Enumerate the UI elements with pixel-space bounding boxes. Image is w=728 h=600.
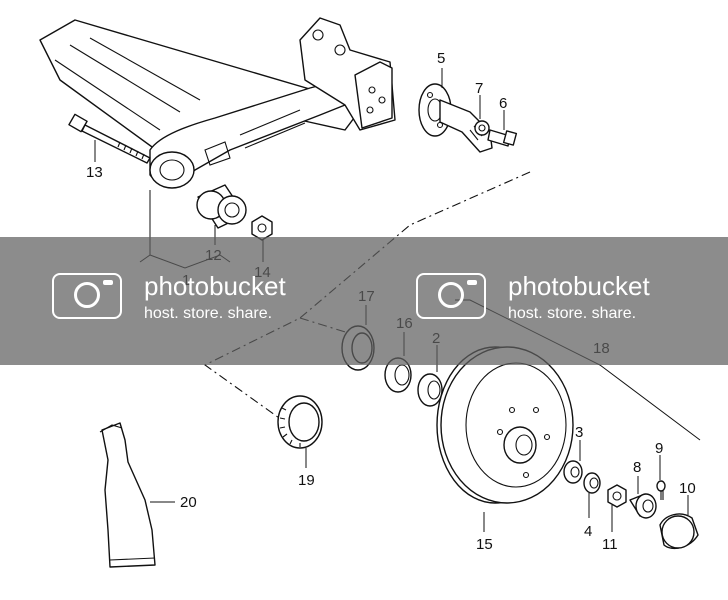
callout-20: 20 [180, 494, 197, 511]
watermark-tagline: host. store. share. [508, 305, 637, 322]
callout-13: 13 [86, 164, 103, 181]
part-15-brake-drum [436, 346, 574, 532]
callout-4: 4 [584, 523, 592, 540]
callout-15: 15 [476, 536, 493, 553]
callout-7: 7 [475, 80, 483, 97]
callout-6: 6 [499, 95, 507, 112]
watermark-brand: photobucket [144, 271, 286, 301]
rear-axle-beam [39, 17, 396, 189]
callout-9: 9 [655, 440, 663, 457]
camera-icon [52, 273, 122, 319]
part-6-bolt [487, 110, 518, 147]
callout-10: 10 [679, 480, 696, 497]
watermark-brand: photobucket [508, 271, 650, 301]
callout-19: 19 [298, 472, 315, 489]
part-4-washer [583, 472, 601, 518]
camera-icon [416, 273, 486, 319]
callout-8: 8 [633, 459, 641, 476]
part-19-abs-ring [277, 395, 323, 468]
part-7-washer [474, 95, 490, 136]
part-8-locking-cap [629, 476, 657, 519]
callout-11: 11 [602, 536, 618, 553]
watermark-tagline: host. store. share. [144, 305, 273, 322]
part-11-nut [607, 484, 627, 532]
watermark-banner: photobucket host. store. share. photobuc… [0, 237, 728, 365]
part-3-washer [563, 440, 583, 484]
part-13-bolt [68, 113, 151, 164]
part-20-grease-tube [99, 422, 175, 568]
callout-5: 5 [437, 50, 445, 67]
part-5-stub-axle [418, 68, 493, 153]
part-9-cotter-pin [656, 455, 666, 500]
callout-3: 3 [575, 424, 583, 441]
part-12-bushing [196, 184, 247, 245]
part-10-grease-cap [659, 495, 699, 550]
part-2-bearing [417, 345, 443, 407]
